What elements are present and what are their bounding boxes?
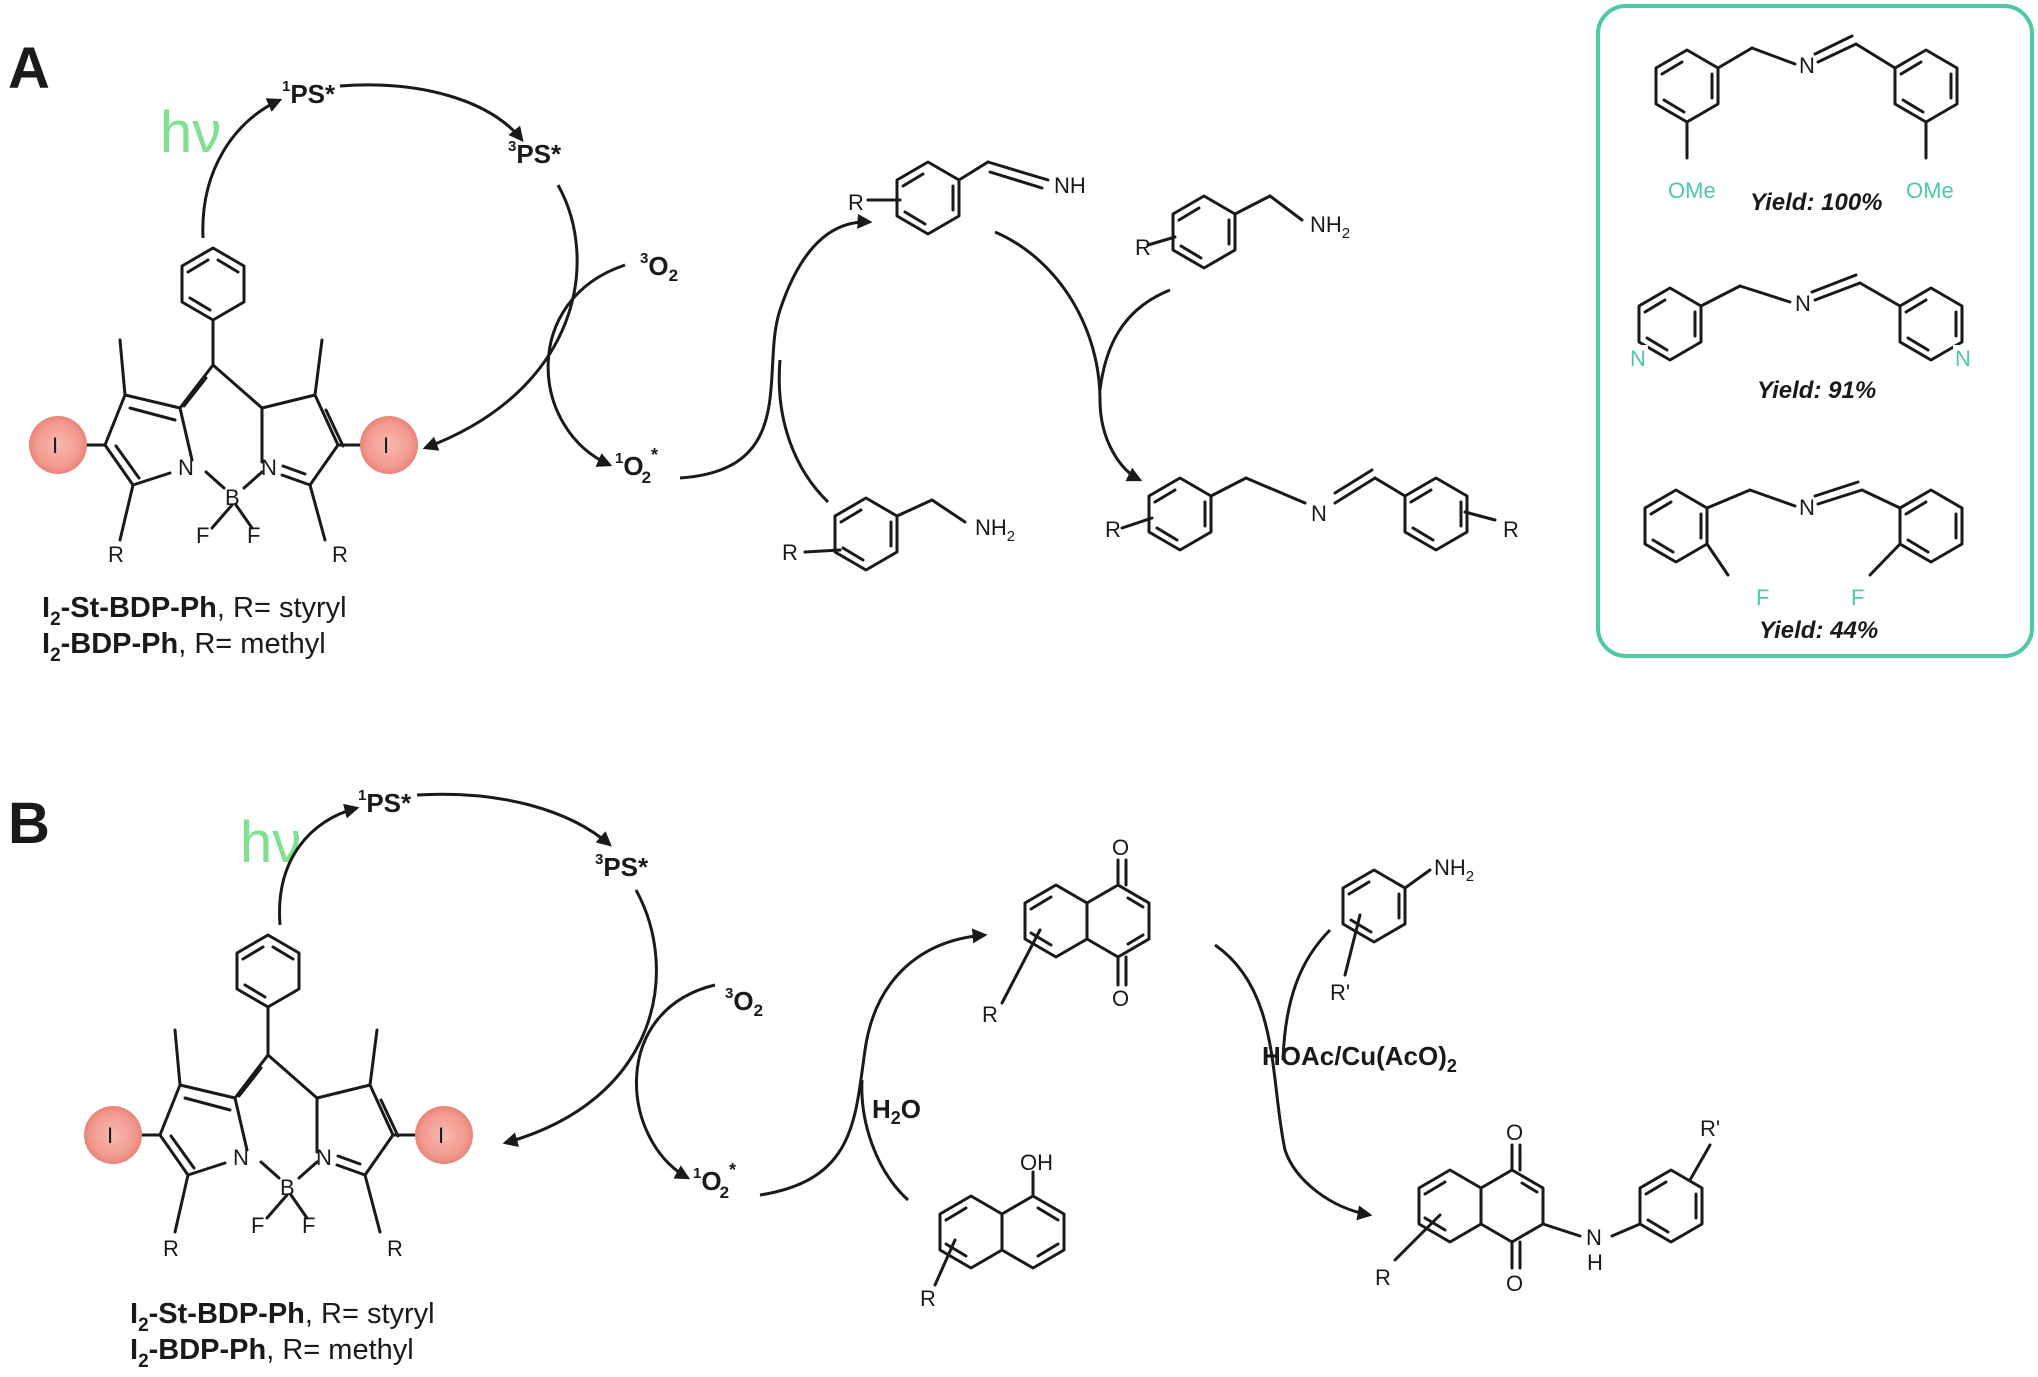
example-1: N OMe OMe Yield: 100% bbox=[1654, 34, 1959, 216]
naphthoquinone-intermediate-b: O O R bbox=[982, 835, 1151, 1027]
svg-text:Yield: 100%: Yield: 100% bbox=[1750, 189, 1883, 216]
svg-text:R: R bbox=[108, 542, 124, 567]
svg-text:R': R' bbox=[1330, 980, 1350, 1005]
svg-text:N: N bbox=[1955, 346, 1971, 371]
reaction-arrows-a bbox=[679, 213, 1171, 504]
benzylamine-reagent-a: NH2 R bbox=[1135, 194, 1350, 270]
svg-text:H: H bbox=[1587, 1250, 1603, 1275]
svg-text:Yield: 44%: Yield: 44% bbox=[1759, 617, 1878, 644]
ps-triplet-a: 3PS* bbox=[508, 138, 562, 169]
ps-singlet-b: 1PS* bbox=[358, 787, 412, 818]
bodipy-structure-a: I I N N B F F R R bbox=[29, 246, 418, 567]
water-label: H2O bbox=[872, 1094, 921, 1128]
bodipy-structure-b: I I N N B F F R R bbox=[84, 933, 473, 1261]
imine-product-a: N R R bbox=[1105, 468, 1519, 552]
svg-text:R: R bbox=[1105, 517, 1121, 542]
svg-text:I: I bbox=[52, 433, 58, 458]
svg-text:N: N bbox=[178, 455, 194, 480]
iodine-highlight-left bbox=[29, 416, 87, 474]
svg-text:N: N bbox=[261, 455, 277, 480]
svg-text:NH2: NH2 bbox=[1434, 855, 1474, 885]
caption-line1-b: I2-St-BDP-Ph, R= styryl bbox=[130, 1298, 435, 1336]
svg-text:N: N bbox=[1799, 495, 1815, 520]
svg-text:R: R bbox=[1135, 235, 1151, 260]
svg-text:N: N bbox=[1630, 346, 1646, 371]
svg-text:NH2: NH2 bbox=[1310, 212, 1350, 242]
ps-triplet-b: 3PS* bbox=[595, 851, 649, 882]
ps-singlet-a: 1PS* bbox=[282, 78, 336, 109]
caption-line1-a: I2-St-BDP-Ph, R= styryl bbox=[42, 592, 347, 630]
svg-text:F: F bbox=[1851, 585, 1864, 610]
iodine-highlight-right bbox=[360, 416, 418, 474]
svg-text:B: B bbox=[225, 485, 240, 510]
o2-triplet-a: 3O2 bbox=[640, 250, 678, 285]
photosensitizer-cycle-b: hν 1PS* 3PS* 3O2 1O2* bbox=[240, 787, 763, 1202]
panel-label-a: A bbox=[8, 36, 50, 101]
svg-text:R: R bbox=[1503, 517, 1519, 542]
svg-text:F: F bbox=[247, 523, 260, 548]
svg-text:R: R bbox=[920, 1286, 936, 1311]
svg-text:F: F bbox=[196, 523, 209, 548]
svg-text:NH2: NH2 bbox=[975, 515, 1015, 545]
examples-box bbox=[1596, 4, 2034, 658]
photosensitizer-cycle-a: hν 1PS* 3PS* 3O2 1O2* bbox=[160, 78, 678, 487]
svg-text:O: O bbox=[1506, 1120, 1523, 1145]
iodine-highlight-right-b bbox=[415, 1106, 473, 1164]
reagent-label: HOAc/Cu(AcO)2 bbox=[1262, 1041, 1457, 1076]
svg-text:R: R bbox=[782, 540, 798, 565]
svg-text:OMe: OMe bbox=[1906, 178, 1954, 203]
reaction-arrows-b bbox=[759, 928, 1373, 1221]
caption-line2-a: I2-BDP-Ph, R= methyl bbox=[42, 628, 326, 666]
o2-singlet-a: 1O2* bbox=[615, 445, 658, 487]
svg-text:R: R bbox=[1375, 1265, 1391, 1290]
svg-text:R: R bbox=[387, 1236, 403, 1261]
aminoquinone-product-b: O O N H R' R bbox=[1375, 1116, 1720, 1296]
panel-label-b: B bbox=[8, 791, 50, 856]
svg-text:F: F bbox=[302, 1213, 315, 1238]
svg-text:F: F bbox=[251, 1213, 264, 1238]
light-label-b: hν bbox=[240, 810, 301, 875]
svg-text:I: I bbox=[383, 433, 389, 458]
example-2: N N N Yield: 91% bbox=[1628, 273, 1973, 404]
light-label-a: hν bbox=[160, 100, 221, 165]
naphthol-reactant-b: OH R bbox=[920, 1150, 1066, 1311]
svg-text:Yield: 91%: Yield: 91% bbox=[1757, 377, 1876, 404]
svg-text:O: O bbox=[1112, 986, 1129, 1011]
svg-text:N: N bbox=[1799, 53, 1815, 78]
svg-text:R: R bbox=[982, 1002, 998, 1027]
caption-line2-b: I2-BDP-Ph, R= methyl bbox=[130, 1334, 414, 1372]
svg-text:N: N bbox=[1311, 501, 1327, 526]
imine-intermediate-a: NH R bbox=[848, 160, 1086, 236]
aniline-reagent-b: NH2 R' bbox=[1330, 855, 1474, 1005]
svg-text:OMe: OMe bbox=[1668, 178, 1716, 203]
svg-text:R': R' bbox=[1700, 1116, 1720, 1141]
svg-text:I: I bbox=[438, 1123, 444, 1148]
o2-singlet-b: 1O2* bbox=[693, 1160, 736, 1202]
svg-text:R: R bbox=[163, 1236, 179, 1261]
svg-text:NH: NH bbox=[1054, 173, 1086, 198]
svg-text:O: O bbox=[1506, 1271, 1523, 1296]
svg-text:I: I bbox=[107, 1123, 113, 1148]
svg-text:R: R bbox=[848, 190, 864, 215]
svg-text:R: R bbox=[332, 542, 348, 567]
o2-triplet-b: 3O2 bbox=[725, 985, 763, 1020]
svg-text:O: O bbox=[1112, 835, 1129, 860]
svg-text:N: N bbox=[233, 1145, 249, 1170]
iodine-highlight-left-b bbox=[84, 1106, 142, 1164]
svg-text:N: N bbox=[1795, 291, 1811, 316]
svg-text:N: N bbox=[316, 1145, 332, 1170]
benzylamine-reactant-a: NH2 R bbox=[782, 496, 1015, 572]
svg-text:OH: OH bbox=[1020, 1150, 1053, 1175]
svg-text:F: F bbox=[1756, 585, 1769, 610]
example-3: N F F Yield: 44% bbox=[1643, 480, 1964, 644]
svg-text:B: B bbox=[280, 1175, 295, 1200]
svg-text:N: N bbox=[1586, 1225, 1602, 1250]
